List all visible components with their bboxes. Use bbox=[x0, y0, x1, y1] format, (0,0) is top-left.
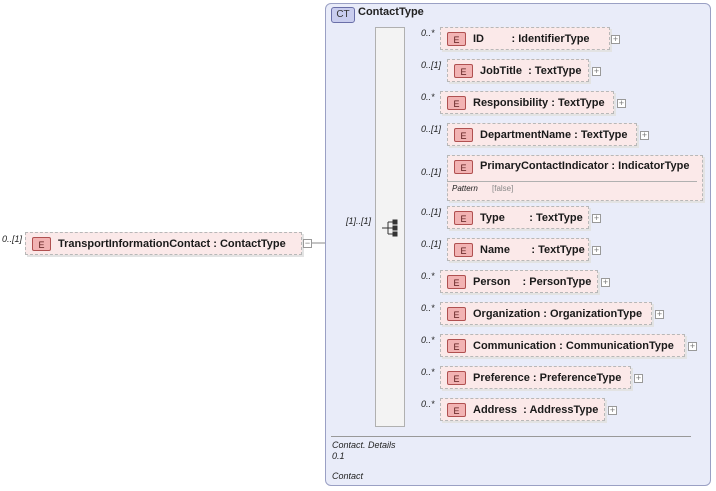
element-name: JobTitle : TextType bbox=[480, 64, 582, 77]
sequence-icon[interactable] bbox=[382, 219, 400, 237]
element-name: DepartmentName : TextType bbox=[480, 128, 628, 141]
element-multiplicity: 0..[1] bbox=[421, 124, 442, 134]
element-name: Type : TextType bbox=[480, 211, 583, 224]
element-preference[interactable]: E Preference : PreferenceType bbox=[440, 366, 631, 389]
element-jobtitle[interactable]: E JobTitle : TextType bbox=[447, 59, 589, 82]
expand-icon[interactable]: + bbox=[655, 309, 664, 319]
element-multiplicity: 0..[1] bbox=[421, 60, 442, 70]
root-element-name: TransportInformationContact bbox=[58, 237, 211, 250]
element-name: Responsibility : TextType bbox=[473, 96, 605, 109]
expand-icon[interactable]: + bbox=[634, 373, 643, 383]
expand-icon[interactable]: + bbox=[688, 341, 697, 351]
element-icon: E bbox=[447, 370, 466, 385]
element-multiplicity: 0..* bbox=[421, 28, 435, 38]
element-icon: E bbox=[32, 236, 51, 251]
element-name: Organization : OrganizationType bbox=[473, 307, 643, 320]
element-communication[interactable]: E Communication : CommunicationType bbox=[440, 334, 685, 357]
element-multiplicity: 0..[1] bbox=[421, 239, 442, 249]
element-id[interactable]: E ID : IdentifierType bbox=[440, 27, 610, 50]
element-multiplicity: 0..* bbox=[421, 367, 435, 377]
element-icon: E bbox=[447, 95, 466, 110]
element-icon: E bbox=[454, 210, 473, 225]
element-multiplicity: 0..* bbox=[421, 335, 435, 345]
element-icon: E bbox=[447, 306, 466, 321]
root-multiplicity: 0..[1] bbox=[2, 234, 23, 244]
element-multiplicity: 0..* bbox=[421, 399, 435, 409]
element-type[interactable]: E Type : TextType bbox=[447, 206, 589, 229]
expand-icon[interactable]: + bbox=[592, 245, 601, 255]
element-responsibility[interactable]: E Responsibility : TextType bbox=[440, 91, 614, 114]
element-name: Preference : PreferenceType bbox=[473, 371, 622, 384]
element-name: Person : PersonType bbox=[473, 275, 592, 288]
documentation-line: 0.1 bbox=[332, 451, 345, 461]
element-icon: E bbox=[454, 63, 473, 78]
element-name: PrimaryContactIndicator : IndicatorType bbox=[480, 160, 690, 172]
element-multiplicity: 0..* bbox=[421, 303, 435, 313]
element-multiplicity: 0..* bbox=[421, 271, 435, 281]
expand-icon[interactable]: + bbox=[611, 34, 620, 44]
sequence-multiplicity: [1]..[1] bbox=[346, 216, 372, 226]
documentation-line: Contact bbox=[332, 471, 364, 481]
element-icon: E bbox=[447, 31, 466, 46]
element-icon: E bbox=[447, 274, 466, 289]
sequence-bar bbox=[375, 27, 405, 427]
complex-type-name: ContactType bbox=[358, 6, 424, 18]
facet-value: [false] bbox=[492, 184, 514, 193]
element-icon: E bbox=[447, 338, 466, 353]
element-primarycontactindicator[interactable]: E PrimaryContactIndicator : IndicatorTyp… bbox=[447, 155, 703, 201]
expand-icon[interactable]: + bbox=[592, 213, 601, 223]
facet-label: Pattern bbox=[452, 184, 478, 193]
expand-icon[interactable]: + bbox=[601, 277, 610, 287]
element-multiplicity: 0..[1] bbox=[421, 167, 442, 177]
element-icon: E bbox=[454, 160, 473, 174]
element-name: ID : IdentifierType bbox=[473, 32, 590, 45]
element-address[interactable]: E Address : AddressType bbox=[440, 398, 605, 421]
element-organization[interactable]: E Organization : OrganizationType bbox=[440, 302, 652, 325]
element-departmentname[interactable]: E DepartmentName : TextType bbox=[447, 123, 637, 146]
expand-icon[interactable]: + bbox=[617, 98, 626, 108]
element-name-field[interactable]: E Name : TextType bbox=[447, 238, 589, 261]
element-multiplicity: 0..[1] bbox=[421, 207, 442, 217]
root-element-type: ContactType bbox=[219, 237, 286, 250]
element-name: Address : AddressType bbox=[473, 403, 599, 416]
complex-type-icon: CT bbox=[331, 7, 355, 23]
facet-divider bbox=[447, 181, 697, 182]
element-name: Communication : CommunicationType bbox=[473, 339, 674, 352]
expand-icon[interactable]: + bbox=[608, 405, 617, 415]
documentation-divider bbox=[331, 436, 691, 437]
element-icon: E bbox=[454, 242, 473, 257]
element-multiplicity: 0..* bbox=[421, 92, 435, 102]
element-icon: E bbox=[454, 127, 473, 142]
element-name: Name : TextType bbox=[480, 243, 585, 256]
element-person[interactable]: E Person : PersonType bbox=[440, 270, 598, 293]
collapse-icon[interactable]: − bbox=[303, 238, 312, 248]
element-icon: E bbox=[447, 402, 466, 417]
root-element-box[interactable]: E TransportInformationContact : ContactT… bbox=[25, 232, 302, 255]
root-element-separator: : bbox=[210, 237, 220, 250]
expand-icon[interactable]: + bbox=[640, 130, 649, 140]
expand-icon[interactable]: + bbox=[592, 66, 601, 76]
documentation-line: Contact. Details bbox=[332, 440, 396, 450]
